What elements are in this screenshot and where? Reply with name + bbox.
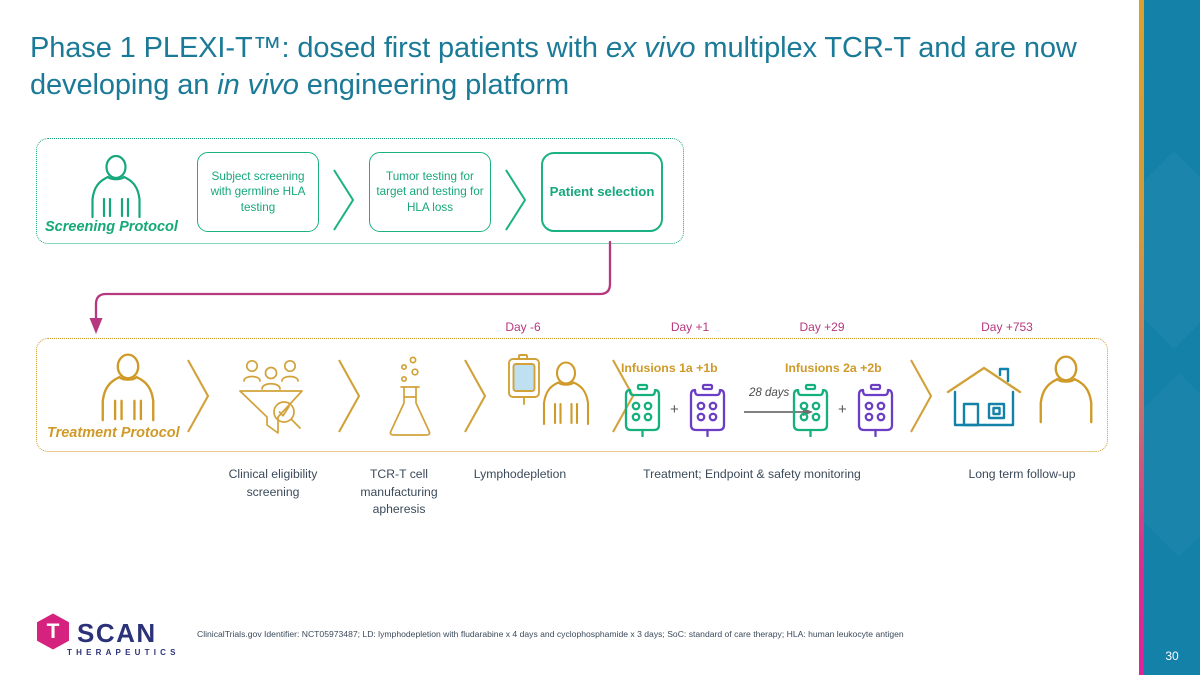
infusion-bag-1a-green-icon (622, 383, 664, 442)
treatment-protocol-container: Infusions 1a +1b + 28 days (36, 338, 1108, 452)
flask-manufacturing-icon (379, 355, 441, 444)
logo-letter-t: T (46, 620, 60, 643)
slide-title: Phase 1 PLEXI-T™: dosed first patients w… (30, 30, 1100, 104)
tscan-logo: T SCAN THERAPEUTICS (33, 612, 175, 657)
patient-silhouette-icon-screening (89, 154, 143, 226)
caption-clinical-eligibility-screening: Clinical eligibility screening (228, 467, 318, 499)
chevron-treatment-2 (333, 357, 365, 440)
infusion-title-2: Infusions 2a +2b (785, 361, 882, 375)
caption-lymphodepletion: Lymphodepletion (473, 467, 567, 481)
edge-color-band: 30 (1144, 0, 1200, 675)
patient-silhouette-icon-treatment (99, 353, 157, 430)
caption-long-term-followup: Long term follow-up (968, 467, 1076, 481)
page-number: 30 (1165, 649, 1179, 663)
screening-protocol-container: Subject screening with germline HLA test… (36, 138, 684, 244)
footnote-text: ClinicalTrials.gov Identifier: NCT059734… (197, 629, 904, 639)
infusion-bag-2a-green-icon (790, 383, 832, 442)
patient-silhouette-icon-followup (1037, 355, 1095, 432)
chevron-screening-2 (501, 167, 531, 238)
screening-step-patient-selection[interactable]: Patient selection (541, 152, 663, 232)
chevron-screening-1 (329, 167, 359, 238)
funnel-screening-icon (233, 357, 309, 442)
infusion-title-1: Infusions 1a +1b (621, 361, 718, 375)
connector-arrow-screening-to-treatment (72, 240, 632, 341)
caption-treatment-monitoring: Treatment; Endpoint & safety monitoring (643, 467, 861, 481)
edge-facet-lower (1144, 373, 1200, 557)
screening-step-subject-screening[interactable]: Subject screening with germline HLA test… (197, 152, 319, 232)
title-segment-5: engineering platform (298, 69, 570, 102)
house-followup-icon (945, 365, 1023, 434)
logo-tagline-therapeutics: THERAPEUTICS (67, 648, 180, 657)
title-segment-3: multiplex TCR-T and are now developing a… (30, 32, 1077, 102)
infusion-bag-1b-purple-icon (687, 383, 729, 442)
infusion-plus-1: + (670, 401, 679, 418)
interval-label-28-days: 28 days (749, 387, 790, 399)
day-marker-plus-29: Day +29 (799, 320, 845, 334)
treatment-protocol-label: Treatment Protocol (47, 425, 180, 441)
title-segment-2-italic: ex vivo (605, 32, 696, 64)
day-marker-plus-1: Day +1 (670, 320, 710, 334)
infusion-bag-2b-purple-icon (855, 383, 897, 442)
chevron-treatment-3 (459, 357, 491, 440)
edge-gradient-strip (1139, 0, 1144, 675)
screening-step-tumor-testing[interactable]: Tumor testing for target and testing for… (369, 152, 491, 232)
screening-protocol-label: Screening Protocol (45, 219, 178, 235)
edge-facet-upper (1144, 151, 1200, 349)
caption-tcrt-manufacturing: TCR-T cell manufacturing apheresis (360, 467, 438, 517)
lymphodepletion-icon (499, 351, 609, 442)
day-marker-minus-6: Day -6 (505, 320, 541, 334)
logo-hexagon-icon (37, 613, 69, 650)
title-segment-1: Phase 1 PLEXI-T™: dosed first patients w… (30, 32, 606, 64)
logo-wordmark-scan: SCAN (77, 618, 157, 648)
chevron-treatment-5 (905, 357, 937, 440)
day-marker-plus-753: Day +753 (981, 320, 1033, 334)
infusion-plus-2: + (838, 401, 847, 418)
title-segment-4-italic: in vivo (217, 69, 299, 102)
chevron-treatment-1 (182, 357, 214, 440)
